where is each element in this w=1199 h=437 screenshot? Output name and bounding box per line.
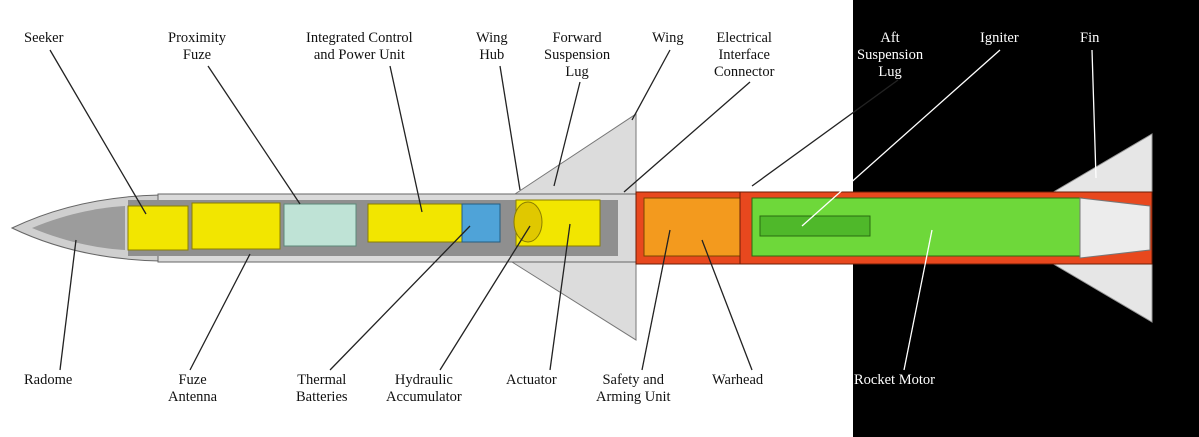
proximity-fuze-module xyxy=(191,202,281,250)
label-hydraulic-accumulator-line: Accumulator xyxy=(386,389,462,405)
label-warhead: Warhead xyxy=(712,372,763,389)
leader-control-power-unit xyxy=(389,65,423,213)
label-safety-arming-unit-line: Safety and xyxy=(602,372,665,388)
forward-wing xyxy=(510,113,637,197)
label-thermal-batteries-line: Batteries xyxy=(296,389,348,405)
label-forward-suspension-lug-line: Lug xyxy=(565,64,589,80)
label-seeker: Seeker xyxy=(24,30,63,47)
leader-hydraulic-accumulator xyxy=(439,225,531,371)
fuze-box xyxy=(283,203,357,247)
leader-thermal-batteries xyxy=(329,225,471,371)
label-wing: Wing xyxy=(652,30,684,47)
leader-forward-suspension-lug xyxy=(553,81,581,187)
label-wing-line: Wing xyxy=(652,30,684,46)
leader-radome xyxy=(59,239,77,371)
label-actuator: Actuator xyxy=(506,372,557,389)
motor-grain-core xyxy=(759,215,871,237)
label-forward-suspension-lug-line: Suspension xyxy=(544,47,611,63)
label-aft-suspension-lug-line: Aft xyxy=(880,30,900,46)
label-hydraulic-accumulator-line: Hydraulic xyxy=(394,372,453,388)
leader-safety-arming-unit xyxy=(641,229,671,371)
label-igniter-line: Igniter xyxy=(980,30,1019,46)
leader-fin xyxy=(1091,49,1097,179)
label-actuator-line: Actuator xyxy=(506,372,557,388)
leader-actuator xyxy=(549,223,571,371)
wing-hub xyxy=(513,201,543,243)
warhead-fill xyxy=(643,197,741,257)
label-radome-line: Radome xyxy=(24,372,73,388)
label-radome: Radome xyxy=(24,372,72,389)
leader-igniter xyxy=(801,49,1001,227)
label-control-power-unit-line: and Power Unit xyxy=(313,47,405,63)
radome-inner xyxy=(32,206,125,250)
label-wing-hub-line: Wing xyxy=(476,30,508,46)
leader-lines xyxy=(49,49,1097,371)
label-electrical-interface-connector-line: Interface xyxy=(718,47,770,63)
label-proximity-fuze-line: Fuze xyxy=(182,47,212,63)
leader-wing-hub xyxy=(499,65,521,191)
label-proximity-fuze-line: Proximity xyxy=(168,30,227,46)
label-wing-hub-line: Hub xyxy=(479,47,505,63)
label-forward-suspension-lug-line: Forward xyxy=(552,30,602,46)
label-warhead-line: Warhead xyxy=(712,372,764,388)
label-igniter: Igniter xyxy=(980,30,1019,47)
forward-wing-lower xyxy=(510,261,637,341)
control-power-unit xyxy=(367,203,465,243)
label-fin: Fin xyxy=(1080,30,1099,47)
hydraulic-accumulator-block xyxy=(461,203,501,243)
leader-wing xyxy=(631,49,671,121)
leader-electrical-interface-connector xyxy=(623,81,751,193)
label-thermal-batteries-line: Thermal xyxy=(297,372,347,388)
nozzle xyxy=(1079,197,1151,259)
label-fuze-antenna-line: Fuze xyxy=(178,372,207,388)
label-rocket-motor: Rocket Motor xyxy=(854,372,935,389)
label-control-power-unit-line: Integrated Control xyxy=(306,30,413,46)
leader-proximity-fuze xyxy=(207,65,301,205)
label-rocket-motor-line: Rocket Motor xyxy=(854,372,935,388)
leader-seeker xyxy=(49,49,147,215)
label-fin-line: Fin xyxy=(1080,30,1100,46)
label-fuze-antenna-line: Antenna xyxy=(168,389,218,405)
leader-warhead xyxy=(701,239,753,371)
label-aft-suspension-lug-line: Suspension xyxy=(857,47,924,63)
label-seeker-line: Seeker xyxy=(24,30,64,46)
leader-fuze-antenna xyxy=(189,253,251,371)
seeker-module xyxy=(127,205,189,251)
label-aft-suspension-lug-line: Lug xyxy=(878,64,902,80)
label-electrical-interface-connector-line: Connector xyxy=(714,64,775,80)
label-electrical-interface-connector-line: Electrical xyxy=(716,30,772,46)
leader-rocket-motor xyxy=(903,229,933,371)
label-safety-arming-unit-line: Arming Unit xyxy=(596,389,671,405)
leader-aft-suspension-lug xyxy=(751,79,899,187)
